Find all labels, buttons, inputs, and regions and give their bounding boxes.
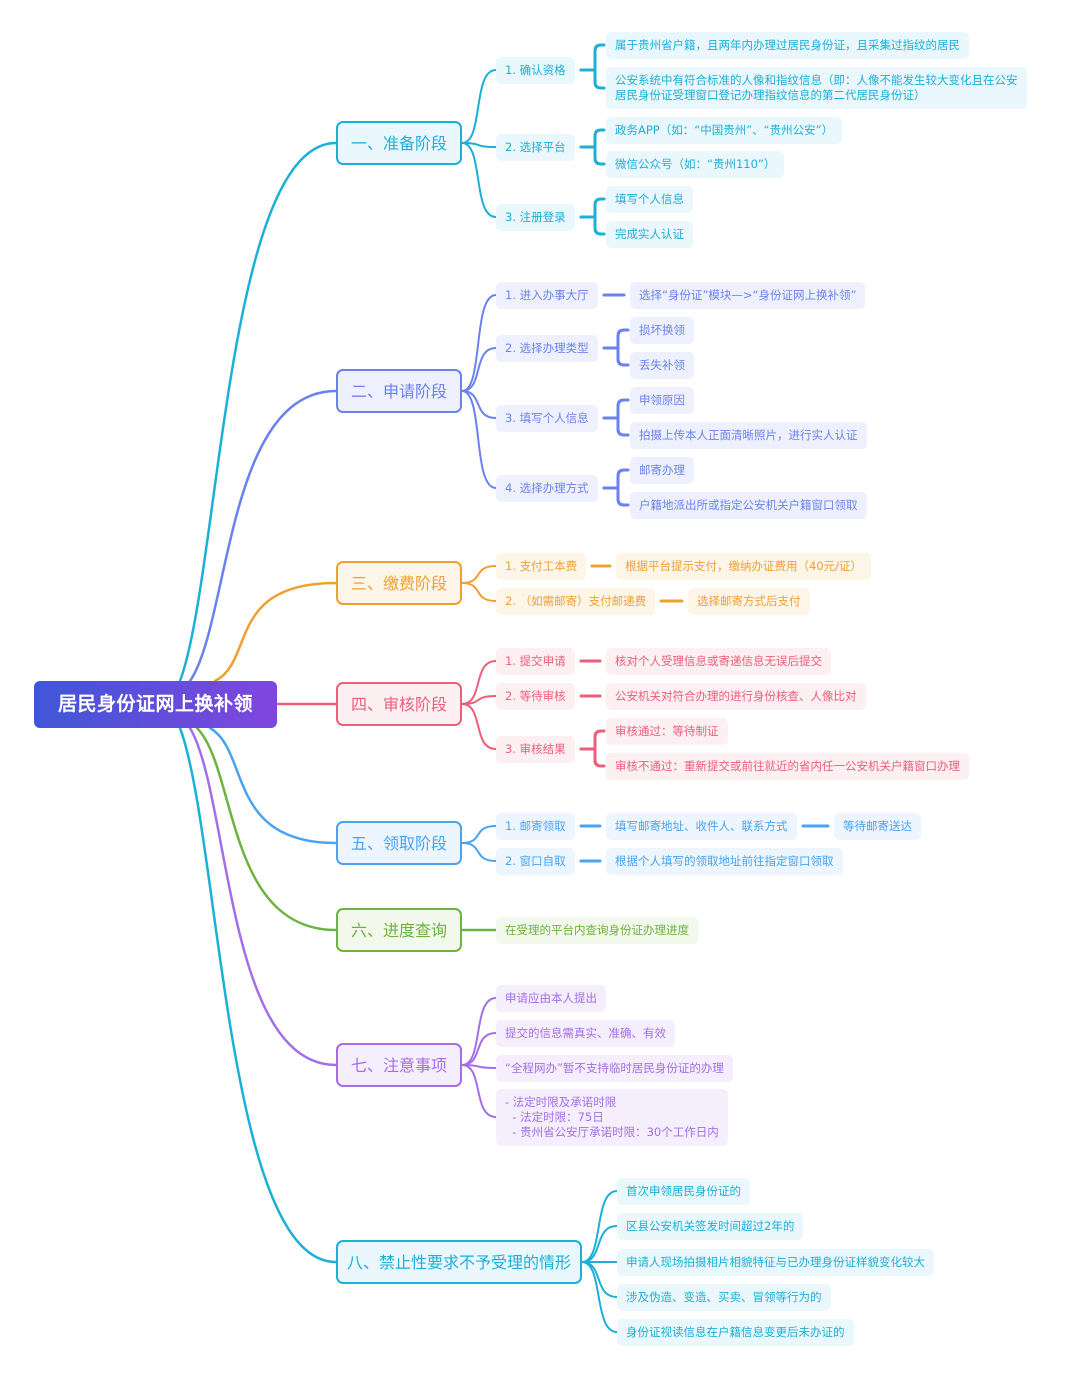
subtopic-leaf-connector [579, 128, 606, 149]
subtopic[interactable]: 1. 邮寄领取 [496, 812, 575, 840]
branch-subtopic-connector [461, 69, 497, 144]
leaf-topic[interactable]: 邮寄办理 [630, 456, 694, 484]
leaf-topic[interactable]: 户籍地派出所或指定公安机关户籍窗口领取 [630, 491, 867, 519]
branch-topic[interactable]: 三、缴费阶段 [336, 561, 462, 605]
branch-subtopic-connector [461, 142, 497, 148]
root-branch-connector [178, 141, 338, 683]
subtopic[interactable]: 在受理的平台内查询身份证办理进度 [496, 916, 698, 944]
subtopic-leaf-connector [602, 486, 630, 507]
subtopic-leaf-connector [579, 68, 606, 90]
leaf-topic[interactable]: 属于贵州省户籍，且两年内办理过居民身份证，且采集过指纹的居民 [606, 31, 969, 59]
subtopic[interactable]: 2. 选择平台 [496, 133, 575, 161]
leaf-topic[interactable]: 根据个人填写的领取地址前往指定窗口领取 [606, 847, 843, 875]
branch-topic[interactable]: 六、进度查询 [336, 908, 462, 952]
branch-topic[interactable]: 二、申请阶段 [336, 369, 462, 413]
leaf-topic[interactable]: 申领原因 [630, 386, 694, 414]
branch-subtopic-connector [581, 1261, 618, 1333]
branch-subtopic-connector [461, 660, 497, 705]
leaf-topic[interactable]: 政务APP（如：“中国贵州”、“贵州公安”） [606, 116, 843, 144]
leaf-topic[interactable]: 完成实人认证 [606, 220, 693, 248]
branch-subtopic-connector [581, 1225, 618, 1263]
branch-subtopic-connector [461, 565, 497, 584]
branch-subtopic-connector [461, 1064, 497, 1118]
subtopic-leaf-connector [579, 145, 606, 166]
subtopic[interactable]: “全程网办”暂不支持临时居民身份证的办理 [496, 1054, 733, 1082]
leaf-topic[interactable]: 填写个人信息 [606, 185, 693, 213]
root-branch-connector [208, 726, 338, 845]
branch-subtopic-connector [581, 1261, 618, 1298]
branch-topic[interactable]: 七、注意事项 [336, 1043, 462, 1087]
leaf-topic[interactable]: 核对个人受理信息或寄递信息无误后提交 [606, 647, 831, 675]
subtopic-leaf-connector [602, 468, 630, 490]
leaf-topic[interactable]: 审核通过：等待制证 [606, 717, 728, 745]
root-branch-connector [188, 726, 338, 1067]
branch-topic[interactable]: 一、准备阶段 [336, 121, 462, 165]
root-branch-connector [213, 581, 338, 683]
subtopic[interactable]: 1. 确认资格 [496, 56, 575, 84]
leaf-topic[interactable]: 拍摄上传本人正面清晰照片，进行实人认证 [630, 421, 867, 449]
subtopic[interactable]: 1. 支付工本费 [496, 552, 587, 580]
subtopic-leaf-connector [579, 729, 606, 751]
subtopic[interactable]: 申请应由本人提出 [496, 984, 606, 1012]
leaf-topic[interactable]: 等待邮寄送达 [834, 812, 921, 840]
root-branch-connector [195, 726, 338, 932]
leaf-topic[interactable]: 微信公众号（如：“贵州110”） [606, 150, 785, 178]
leaf-topic[interactable]: 丢失补领 [630, 351, 694, 379]
subtopic[interactable]: 4. 选择办理方式 [496, 474, 598, 502]
branch-topic[interactable]: 四、审核阶段 [336, 682, 462, 726]
subtopic-leaf-connector [602, 398, 630, 420]
subtopic[interactable]: 身份证视读信息在户籍信息变更后未办证的 [617, 1318, 854, 1346]
branch-subtopic-connector [581, 1190, 618, 1263]
branch-topic[interactable]: 五、领取阶段 [336, 821, 462, 865]
subtopic-leaf-connector [602, 328, 630, 350]
branch-subtopic-connector [461, 347, 497, 392]
root-branch-connector [188, 389, 338, 683]
subtopic[interactable]: 3. 审核结果 [496, 735, 575, 763]
subtopic-leaf-connector [579, 43, 606, 72]
leaf-topic[interactable]: 公安系统中有符合标准的人像和指纹信息（即：人像不能发生较大变化且在公安 居民身份… [606, 67, 1027, 109]
leaf-topic[interactable]: 填写邮寄地址、收件人、联系方式 [606, 812, 797, 840]
branch-subtopic-connector [461, 294, 497, 392]
root-branch-connector [178, 726, 338, 1264]
subtopic[interactable]: 2. 选择办理类型 [496, 334, 598, 362]
subtopic-leaf-connector [602, 416, 630, 437]
leaf-topic[interactable]: 损坏换领 [630, 316, 694, 344]
leaf-topic[interactable]: 选择“身份证”模块—>“身份证网上换补领” [630, 281, 866, 309]
subtopic-leaf-connector [579, 197, 606, 219]
branch-topic[interactable]: 八、禁止性要求不予受理的情形 [336, 1240, 582, 1284]
subtopic[interactable]: 首次申领居民身份证的 [617, 1177, 750, 1205]
subtopic-leaf-connector [579, 215, 606, 236]
subtopic[interactable]: 申请人现场拍摄相片相貌特征与已办理身份证样貌变化较大 [617, 1248, 934, 1276]
subtopic[interactable]: 3. 注册登录 [496, 203, 575, 231]
subtopic[interactable]: 2. （如需邮寄）支付邮递费 [496, 587, 656, 615]
branch-subtopic-connector [461, 825, 497, 844]
branch-subtopic-connector [461, 1032, 497, 1066]
branch-subtopic-connector [461, 842, 497, 862]
subtopic[interactable]: 1. 提交申请 [496, 647, 575, 675]
leaf-topic[interactable]: 审核不通过：重新提交或前往就近的省内任一公安机关户籍窗口办理 [606, 752, 969, 780]
subtopic[interactable]: 2. 窗口自取 [496, 847, 575, 875]
subtopic[interactable]: 3. 填写个人信息 [496, 404, 598, 432]
branch-subtopic-connector [461, 703, 497, 750]
subtopic[interactable]: 提交的信息需真实、准确、有效 [496, 1019, 675, 1047]
branch-subtopic-connector [461, 390, 497, 489]
leaf-topic[interactable]: 根据平台提示支付，缴纳办证费用（40元/证） [616, 552, 872, 580]
subtopic[interactable]: 涉及伪造、变造、买卖、冒领等行为的 [617, 1283, 831, 1311]
subtopic-leaf-connector [602, 346, 630, 367]
leaf-topic[interactable]: 选择邮寄方式后支付 [688, 587, 810, 615]
branch-subtopic-connector [461, 142, 497, 218]
subtopic[interactable]: 2. 等待审核 [496, 682, 575, 710]
subtopic[interactable]: - 法定时限及承诺时限 - 法定时限：75日 - 贵州省公安厅承诺时限：30个工… [496, 1088, 728, 1146]
subtopic[interactable]: 区县公安机关签发时间超过2年的 [617, 1212, 804, 1240]
root-topic[interactable]: 居民身份证网上换补领 [34, 681, 277, 728]
subtopic[interactable]: 1. 进入办事大厅 [496, 281, 598, 309]
branch-subtopic-connector [461, 582, 497, 602]
leaf-topic[interactable]: 公安机关对符合办理的进行身份核查、人像比对 [606, 682, 866, 710]
branch-subtopic-connector [461, 997, 497, 1066]
subtopic-leaf-connector [579, 747, 606, 768]
branch-subtopic-connector [461, 390, 497, 419]
